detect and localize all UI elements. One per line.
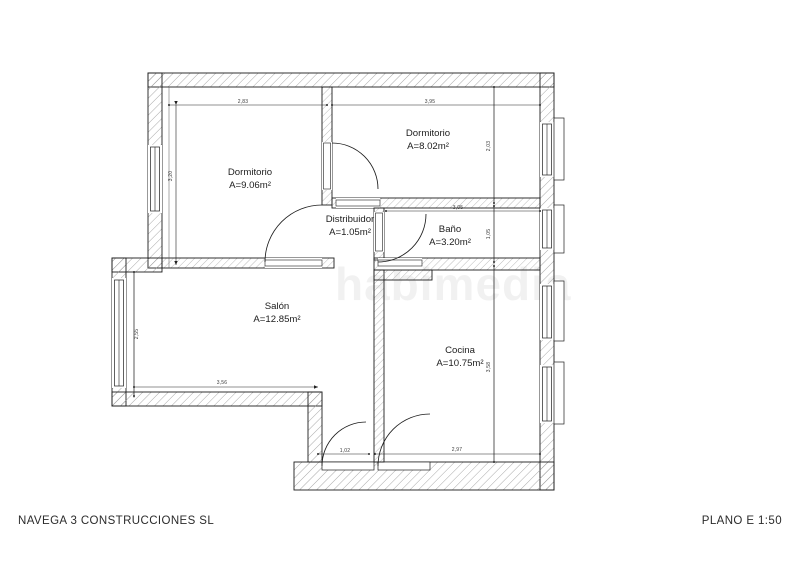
dimension-label-3-20: 3,20 (168, 171, 174, 182)
dimension-label-2-97: 2,97 (452, 447, 463, 453)
room-name: Dormitorio (406, 128, 450, 139)
room-name: Cocina (445, 345, 476, 356)
room-area: A=3.20m² (429, 237, 472, 248)
room-area: A=8.02m² (407, 141, 450, 152)
dimension-label-3-56: 3,56 (217, 380, 228, 386)
dimension-label-2-03: 2,03 (486, 141, 492, 152)
room-label-bano: Baño A=3.20m² (429, 224, 472, 248)
room-label-cocina: Cocina A=10.75m² (436, 345, 484, 369)
dimension-label-1-02: 1,02 (340, 448, 351, 454)
dimension-label-3-58: 3,58 (486, 362, 492, 373)
door-swings (264, 142, 431, 467)
room-area: A=10.75m² (436, 358, 484, 369)
dimension-label-3-05: 3,05 (453, 205, 464, 211)
room-name: Salón (265, 301, 290, 312)
room-name: Baño (439, 224, 461, 235)
room-label-dormitorio-1: Dormitorio A=9.06m² (228, 167, 272, 191)
room-area: A=1.05m² (329, 227, 372, 238)
dimension-label-2-83: 2,83 (238, 99, 249, 105)
dimension-label-3-95: 3,95 (425, 99, 436, 105)
wall-structure (111, 72, 565, 491)
room-area: A=9.06m² (229, 180, 272, 191)
room-labels: Dormitorio A=9.06m² Dormitorio A=8.02m² … (228, 128, 485, 369)
room-label-distribuidor: Distribuidor A=1.05m² (326, 214, 375, 238)
footer-plan-scale: PLANO E 1:50 (701, 515, 782, 527)
dimension-lines (133, 86, 541, 463)
dimension-label-1-05: 1,05 (486, 229, 492, 240)
room-area: A=12.85m² (253, 314, 301, 325)
room-name: Distribuidor (326, 214, 375, 225)
room-name: Dormitorio (228, 167, 272, 178)
room-label-salon: Salón A=12.85m² (253, 301, 301, 325)
dimension-labels: 2,83 3,95 3,20 2,03 3,05 1,05 2,55 3,56 … (134, 99, 492, 454)
footer-company-name: NAVEGA 3 CONSTRUCCIONES SL (18, 515, 215, 527)
dimension-label-2-55: 2,55 (134, 329, 140, 340)
room-label-dormitorio-2: Dormitorio A=8.02m² (406, 128, 450, 152)
